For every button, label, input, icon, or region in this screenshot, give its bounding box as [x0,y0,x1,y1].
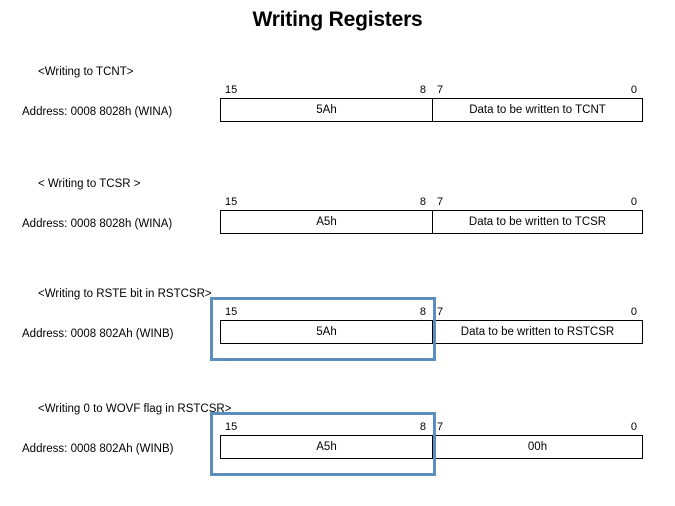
bit-label-8: 8 [419,421,426,433]
bit-number-row: 15 8 7 0 [220,419,643,435]
row-address-label: Address: 0008 8028h (WINA) [22,218,173,230]
register-field-container: A5h 00h [220,435,643,459]
upper-byte-cell: 5Ah [221,321,433,343]
bit-number-row: 15 8 7 0 [220,304,643,320]
register-diagram: 15 8 7 0 A5h Data to be written to TCSR [220,194,643,234]
bit-label-15: 15 [225,306,238,318]
bit-label-8: 8 [419,196,426,208]
upper-byte-cell: 5Ah [221,99,433,121]
bit-label-15: 15 [225,421,238,433]
lower-byte-cell: Data to be written to RSTCSR [460,326,615,338]
row-caption: <Writing to TCNT> [38,66,134,78]
bit-label-15: 15 [225,84,238,96]
bit-label-0: 0 [630,306,637,318]
upper-byte-cell: A5h [221,211,433,233]
bit-label-0: 0 [630,196,637,208]
bit-label-7: 7 [437,84,444,96]
row-address-label: Address: 0008 802Ah (WINB) [22,443,174,455]
lower-byte-cell: Data to be written to TCNT [469,104,606,116]
row-address-label: Address: 0008 8028h (WINA) [22,106,173,118]
bit-label-7: 7 [437,306,444,318]
register-field-container: A5h Data to be written to TCSR [220,210,643,234]
bit-number-row: 15 8 7 0 [220,194,643,210]
bit-label-0: 0 [630,421,637,433]
bit-label-15: 15 [225,196,238,208]
register-diagram: 15 8 7 0 5Ah Data to be written to TCNT [220,82,643,122]
page-title: Writing Registers [252,8,423,31]
lower-byte-cell: Data to be written to TCSR [468,216,607,228]
row-caption: < Writing to TCSR > [38,178,141,190]
upper-byte-cell: A5h [221,436,433,458]
bit-number-row: 15 8 7 0 [220,82,643,98]
lower-byte-cell: 00h [527,441,548,453]
register-diagram: 15 8 7 0 5Ah Data to be written to RSTCS… [220,304,643,344]
bit-label-8: 8 [419,84,426,96]
register-field-container: 5Ah Data to be written to RSTCSR [220,320,643,344]
bit-label-8: 8 [419,306,426,318]
bit-label-7: 7 [437,421,444,433]
register-diagram: 15 8 7 0 A5h 00h [220,419,643,459]
row-caption: <Writing to RSTE bit in RSTCSR> [38,288,212,300]
bit-label-7: 7 [437,196,444,208]
row-caption: <Writing 0 to WOVF flag in RSTCSR> [38,403,232,415]
register-field-container: 5Ah Data to be written to TCNT [220,98,643,122]
row-address-label: Address: 0008 802Ah (WINB) [22,328,174,340]
bit-label-0: 0 [630,84,637,96]
